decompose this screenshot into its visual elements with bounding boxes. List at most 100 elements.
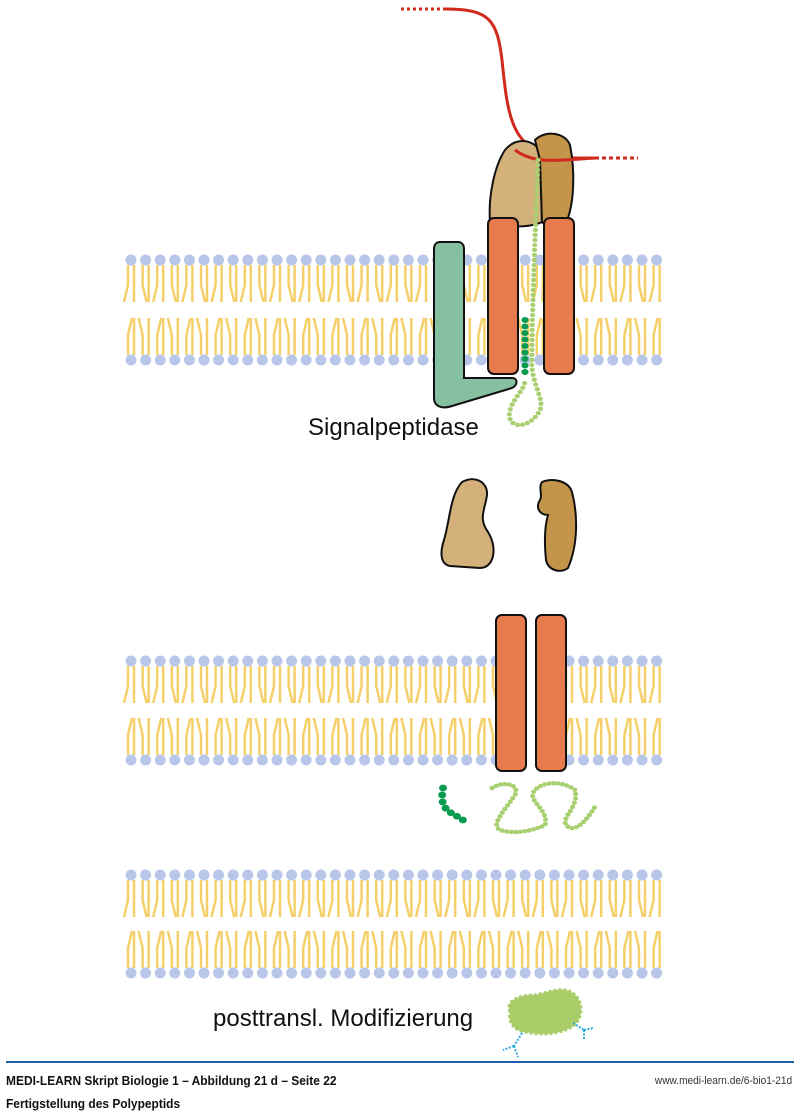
- amino-acid: [532, 227, 538, 233]
- amino-acid: [530, 302, 536, 308]
- lipid-head: [242, 254, 254, 266]
- amino-acid: [521, 368, 529, 376]
- lipid-head: [475, 967, 487, 979]
- amino-acid: [534, 386, 540, 392]
- lipid-tail: [404, 880, 413, 918]
- lipid-head: [475, 754, 487, 766]
- lipid-head: [505, 967, 517, 979]
- amino-acid: [522, 380, 528, 386]
- amino-acid: [535, 157, 541, 163]
- lipid-tail: [166, 317, 180, 355]
- lipid-tail: [648, 265, 661, 303]
- lipid-head: [607, 869, 619, 881]
- amino-acid: [537, 406, 544, 411]
- lipid-tail: [185, 717, 194, 755]
- lipid-head: [154, 754, 166, 766]
- lipid-tail: [210, 666, 223, 704]
- amino-acid: [577, 822, 583, 828]
- lipid-tail: [268, 880, 282, 918]
- lipid-head: [475, 354, 487, 366]
- amino-acid: [497, 814, 503, 819]
- lipid-tail: [316, 666, 326, 704]
- lipid-head: [242, 754, 254, 766]
- lipid-tail: [272, 930, 282, 968]
- lipid-tail: [531, 880, 545, 918]
- lipid-head: [154, 967, 166, 979]
- lipid-head: [402, 254, 414, 266]
- lipid-tail: [579, 265, 588, 303]
- amino-acid: [521, 355, 529, 363]
- lipid-tail: [516, 317, 530, 355]
- amino-acid: [565, 812, 571, 817]
- folded-glycoprotein: [507, 988, 583, 1036]
- lipid-tail: [243, 317, 253, 355]
- amino-acid: [536, 391, 542, 397]
- amino-acid: [529, 342, 535, 348]
- lipid-head: [169, 254, 181, 266]
- amino-acid: [529, 367, 535, 373]
- lipid-head: [563, 869, 575, 881]
- amino-acid: [446, 809, 455, 817]
- lipid-head: [227, 754, 239, 766]
- amino-acid: [530, 789, 537, 795]
- amino-acid: [509, 402, 515, 407]
- lipid-tail: [356, 880, 369, 918]
- lipid-head: [344, 967, 356, 979]
- lipid-head: [154, 354, 166, 366]
- amino-acid: [569, 825, 575, 831]
- lipid-head: [271, 354, 283, 366]
- lipid-tail: [604, 317, 618, 355]
- lipid-tail: [122, 265, 136, 303]
- lipid-head: [154, 869, 166, 881]
- sugar-chain-left: [502, 1032, 523, 1058]
- lipid-head: [183, 354, 195, 366]
- lipid-tail: [224, 717, 238, 755]
- lipid-tail: [623, 930, 632, 968]
- amino-acid: [511, 398, 518, 403]
- footer-url[interactable]: www.medi-learn.de/6-bio1-21d: [654, 1075, 792, 1087]
- lipid-head: [534, 869, 546, 881]
- lipid-head: [213, 754, 225, 766]
- translocon-right: [543, 217, 575, 375]
- lipid-tail: [155, 317, 165, 355]
- lipid-head: [548, 967, 560, 979]
- lipid-tail: [575, 930, 588, 968]
- amino-acid: [530, 277, 537, 283]
- lipid-tail: [535, 930, 545, 968]
- amino-acid: [535, 162, 541, 168]
- amino-acid: [572, 796, 579, 801]
- amino-acid: [512, 792, 518, 797]
- lipid-tail: [331, 317, 340, 355]
- amino-acid: [507, 407, 513, 412]
- lipid-head: [315, 869, 327, 881]
- lipid-tail: [443, 666, 457, 704]
- lipid-tail: [258, 265, 267, 303]
- amino-acid: [565, 824, 571, 829]
- lipid-head: [140, 254, 152, 266]
- lipid-tail: [258, 666, 267, 704]
- lipid-head: [300, 655, 312, 667]
- lipid-tail: [652, 317, 661, 355]
- amino-acid: [506, 412, 512, 417]
- lipid-head: [227, 655, 239, 667]
- amino-acid: [573, 824, 579, 830]
- lipid-tail: [287, 880, 296, 918]
- amino-acid: [534, 177, 540, 183]
- lipid-tail: [633, 717, 647, 755]
- lipid-tail: [301, 930, 311, 968]
- amino-acid: [531, 257, 537, 263]
- lipid-tail: [214, 717, 223, 755]
- lipid-tail: [312, 930, 326, 968]
- amino-acid: [530, 827, 537, 832]
- amino-acid: [530, 307, 536, 313]
- amino-acid: [555, 781, 561, 786]
- lipid-head: [432, 754, 444, 766]
- lipid-head: [183, 869, 195, 881]
- lipid-head: [198, 869, 210, 881]
- lipid-tail: [619, 880, 632, 918]
- lipid-head: [256, 354, 268, 366]
- lipid-head: [329, 869, 341, 881]
- amino-acid: [535, 167, 541, 173]
- amino-acid: [438, 798, 447, 806]
- amino-acid: [535, 410, 541, 416]
